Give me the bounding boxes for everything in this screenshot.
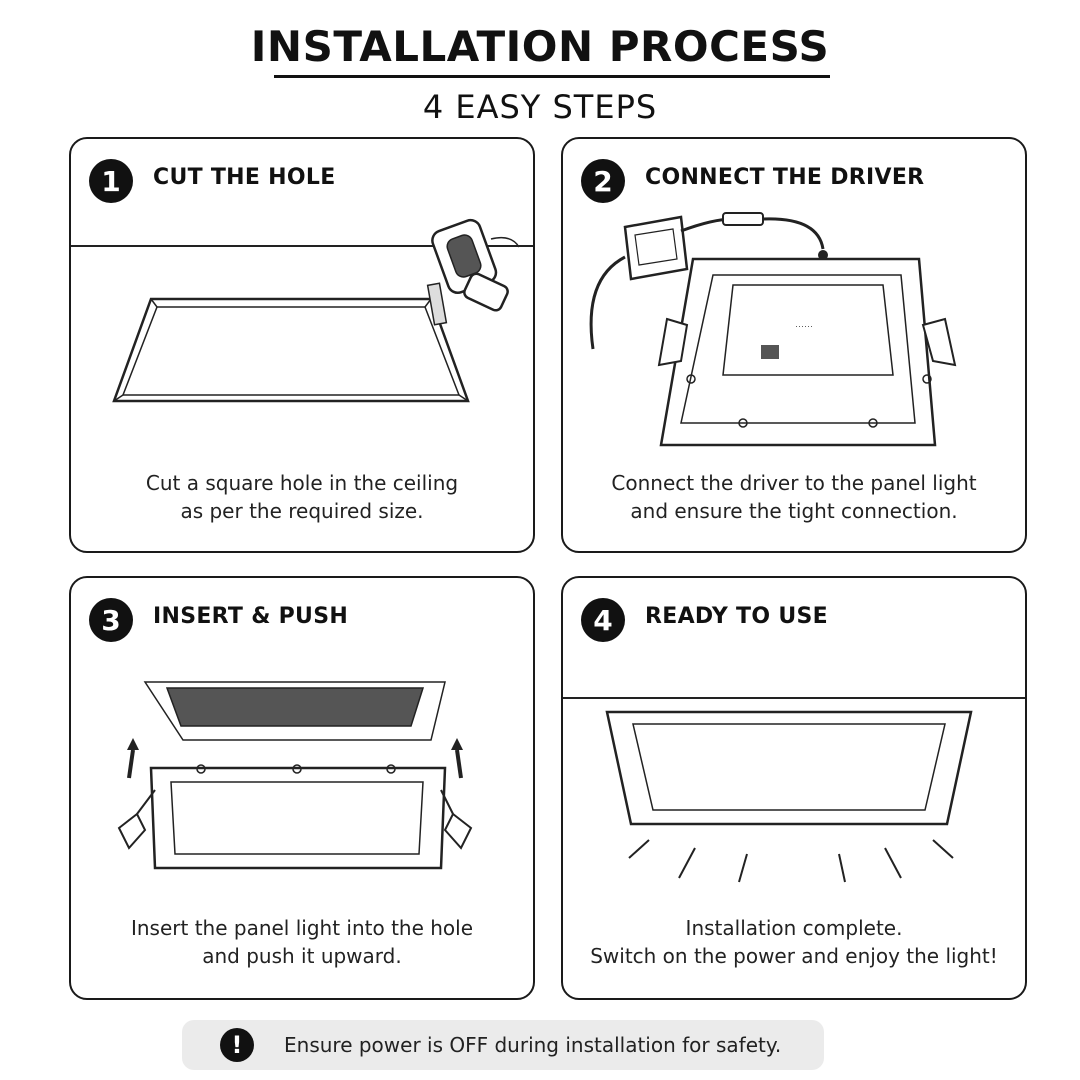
title-underline (274, 75, 830, 78)
safety-notice-text: Ensure power is OFF during installation … (284, 1033, 782, 1057)
step-title: CUT THE HOLE (153, 165, 336, 190)
step-card-1: 1 CUT THE HOLE Cut a square hole in the … (69, 137, 535, 553)
saw-cutting-hole-icon (71, 218, 533, 403)
step-description: Connect the driver to the panel light an… (573, 469, 1015, 525)
step-card-2: 2 CONNECT THE DRIVER ······ Connect the … (561, 137, 1027, 553)
step-description-line: Connect the driver to the panel light (611, 471, 977, 495)
insert-panel-icon (117, 681, 473, 870)
step-title: CONNECT THE DRIVER (645, 165, 925, 190)
page-subtitle: 4 EASY STEPS (422, 88, 658, 126)
step-description-line: Switch on the power and enjoy the light! (590, 944, 998, 968)
step-card-4: 4 READY TO USE Installation complete. Sw… (561, 576, 1027, 1000)
warning-icon: ! (220, 1028, 254, 1062)
step-number-badge: 3 (89, 598, 133, 642)
step-description-line: Installation complete. (685, 916, 903, 940)
step-description: Cut a square hole in the ceiling as per … (81, 469, 523, 525)
step-number-badge: 2 (581, 159, 625, 203)
step-description-line: as per the required size. (180, 499, 424, 523)
step-number-badge: 1 (89, 159, 133, 203)
step-title: READY TO USE (645, 604, 828, 629)
svg-text:······: ······ (795, 321, 813, 331)
step-number-badge: 4 (581, 598, 625, 642)
step-description: Installation complete. Switch on the pow… (573, 914, 1015, 970)
page-title: INSTALLATION PROCESS (250, 22, 830, 71)
step-description-line: Insert the panel light into the hole (130, 916, 474, 940)
step-description-line: and ensure the tight connection. (630, 499, 958, 523)
driver-panel-icon: ······ (589, 212, 957, 447)
step-title: INSERT & PUSH (153, 604, 349, 629)
step-description: Insert the panel light into the hole and… (81, 914, 523, 970)
lit-panel-icon (563, 697, 1025, 883)
safety-notice: ! Ensure power is OFF during installatio… (182, 1020, 824, 1070)
step-description-line: and push it upward. (202, 944, 402, 968)
step-description-line: Cut a square hole in the ceiling (145, 471, 459, 495)
step-card-3: 3 INSERT & PUSH Insert the panel light i… (69, 576, 535, 1000)
